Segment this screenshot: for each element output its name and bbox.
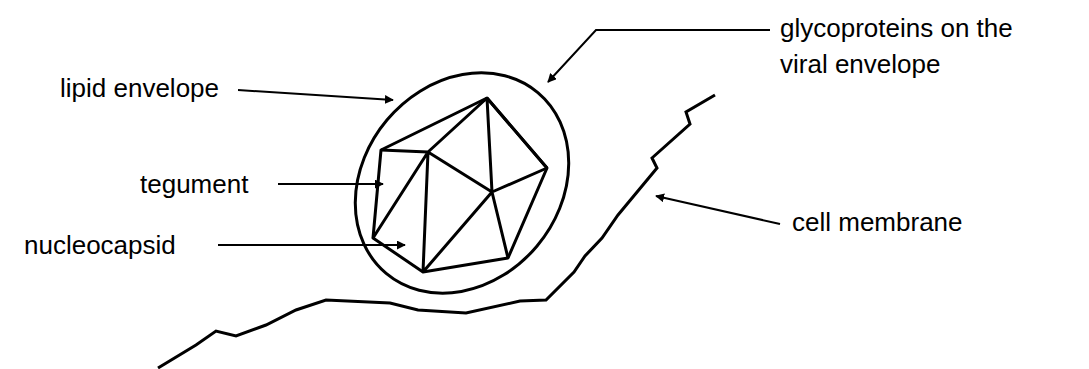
part-label: glycoproteins on the viral envelope	[780, 10, 1050, 82]
part-label: cell membrane	[792, 204, 963, 240]
part-label: tegument	[140, 166, 248, 202]
part-label: nucleocapsid	[24, 227, 176, 263]
leader-lines	[218, 30, 780, 245]
cell-membrane	[158, 95, 715, 368]
part-label: lipid envelope	[60, 70, 219, 106]
